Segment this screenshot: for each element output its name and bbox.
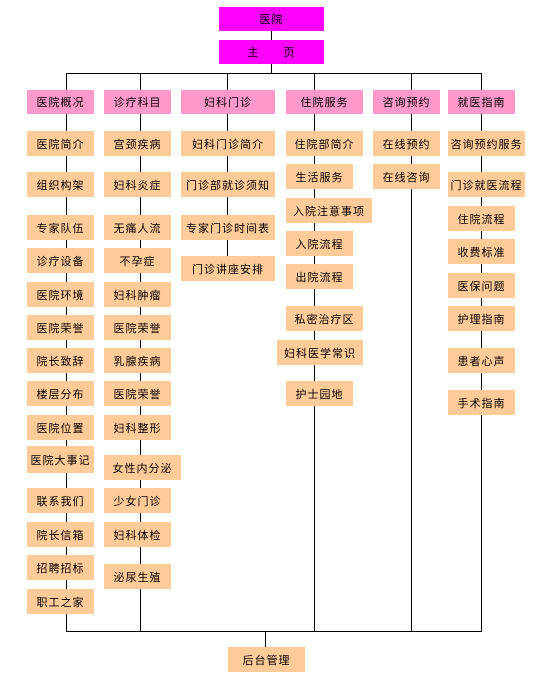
node-item: 职工之家: [27, 589, 94, 614]
node-item: 患者心声: [448, 348, 515, 373]
category-patient-guide: 就医指南: [448, 90, 515, 114]
node-item: 联系我们: [27, 488, 94, 513]
node-item: 出院流程: [286, 264, 353, 289]
node-item: 在线咨询: [373, 164, 440, 189]
node-item: 少女门诊: [104, 488, 171, 513]
node-item: 院长致辞: [27, 348, 94, 373]
node-item: 门诊就医流程: [448, 172, 525, 197]
node-item: 医保问题: [448, 273, 515, 298]
connector-home-bus: [271, 63, 272, 74]
node-item: 生活服务: [286, 164, 353, 189]
node-item: 专家队伍: [27, 215, 94, 240]
node-item: 无痛人流: [104, 215, 171, 240]
node-item: 手术指南: [448, 390, 515, 415]
node-item: 宫颈疾病: [104, 131, 171, 156]
node-item: 住院流程: [448, 206, 515, 231]
node-item: 泌尿生殖: [104, 564, 171, 589]
node-item: 门诊讲座安排: [181, 256, 275, 281]
home-node: 主 页: [219, 40, 324, 64]
node-item: 招聘招标: [27, 555, 94, 580]
category-departments: 诊疗科目: [104, 90, 171, 114]
node-item: 门诊部就诊须知: [181, 172, 275, 197]
node-item: 女性内分泌: [104, 455, 181, 480]
connector-bus-footer: [265, 631, 266, 648]
node-item: 妇科门诊简介: [181, 131, 275, 156]
node-item: 在线预约: [373, 131, 440, 156]
node-item: 妇科肿瘤: [104, 282, 171, 307]
node-item: 医院位置: [27, 415, 94, 440]
root-node: 医院: [219, 7, 324, 31]
node-item: 院长信箱: [27, 522, 94, 547]
top-bus-line: [66, 73, 482, 74]
category-gynecology-clinic: 妇科门诊: [181, 90, 275, 114]
node-item: 妇科整形: [104, 415, 171, 440]
node-item: 妇科体检: [104, 522, 171, 547]
node-item: 楼层分布: [27, 381, 94, 406]
node-item: 专家门诊时间表: [181, 215, 275, 240]
node-item: 护士园地: [286, 381, 353, 406]
footer-node: 后台管理: [228, 647, 305, 672]
node-item: 医院环境: [27, 282, 94, 307]
node-item: 私密治疗区: [286, 306, 363, 331]
node-item: 组织构架: [27, 172, 94, 197]
node-item: 医院荣誉: [104, 315, 171, 340]
node-item: 咨询预约服务: [448, 131, 525, 156]
category-consult-booking: 咨询预约: [373, 90, 440, 114]
node-item: 诊疗设备: [27, 248, 94, 273]
node-item: 乳腺疾病: [104, 348, 171, 373]
node-item: 住院部简介: [286, 131, 363, 156]
node-item: 入院流程: [286, 231, 353, 256]
bottom-bus-line: [66, 631, 482, 632]
node-item: 医院简介: [27, 131, 94, 156]
node-item: 入院注意事项: [286, 198, 372, 223]
node-item: 医院大事记: [27, 446, 94, 473]
node-item: 不孕症: [104, 248, 171, 273]
node-item: 医院荣誉: [27, 315, 94, 340]
connector-col-5: [411, 73, 412, 632]
node-item: 妇科医学常识: [277, 340, 363, 365]
node-item: 医院荣誉: [104, 381, 171, 406]
node-item: 妇科炎症: [104, 172, 171, 197]
node-item: 护理指南: [448, 306, 515, 331]
category-hospital-overview: 医院概况: [27, 90, 94, 114]
category-inpatient-service: 住院服务: [286, 90, 363, 114]
node-item: 收费标准: [448, 239, 515, 264]
connector-root-home: [271, 31, 272, 40]
